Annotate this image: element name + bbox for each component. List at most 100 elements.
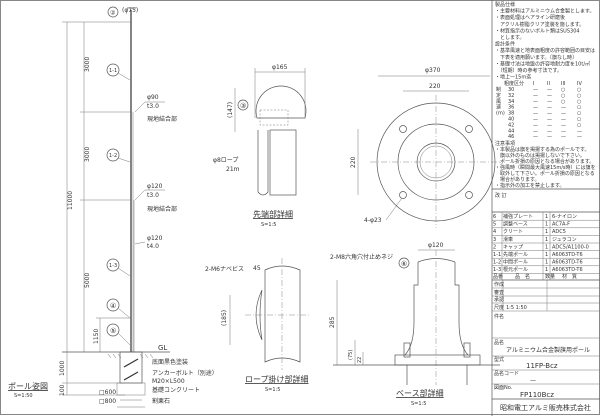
foundation-concrete: [119, 351, 143, 384]
pulley-hidden-outline: [259, 109, 289, 126]
scale-value: 1:5 1:50: [506, 305, 527, 311]
wind-table-cell: —: [547, 93, 552, 99]
cautions-block: 注意事項・本製品は旗を掲揚する為のポールです。 旗以外のものは掲揚しないで下さい…: [495, 140, 596, 189]
gravel-bed: [116, 382, 146, 396]
scale-label: 尺度: [494, 304, 504, 311]
wind-table-cell: ○: [561, 87, 565, 93]
caution-line: ・本製品は旗を掲揚する為のポールです。: [495, 146, 590, 153]
balloon-1-3: 1-3: [109, 263, 117, 269]
wind-table-cell: —: [561, 128, 566, 134]
wind-table-cell: ○: [577, 111, 581, 117]
gl-label: GL: [158, 344, 167, 352]
wind-table-cell: —: [547, 128, 552, 134]
wind-table-cell: —: [561, 117, 566, 123]
base-detail-title: ベース部詳細: [396, 388, 444, 398]
wind-table-header: IV: [577, 81, 582, 87]
parts-cell: 1: [545, 229, 548, 235]
wind-table-header: 粗度区分: [504, 80, 524, 87]
balloon-circle: [106, 298, 120, 312]
wind-table-cell: 38: [508, 111, 514, 117]
parts-cell: 6-ナイロン: [552, 214, 577, 220]
wind-table-cell: —: [547, 122, 552, 128]
pipe-section: [264, 265, 301, 363]
top-detail-scale: S=1:5: [261, 222, 276, 228]
bolt-pitch-x: 220: [429, 83, 441, 90]
note-line: 下表を適用願います。〔旗なし時〕: [495, 54, 577, 61]
parts-cell: 3: [493, 237, 496, 243]
pipe-break: [417, 258, 456, 263]
parts-cell: 1: [545, 244, 548, 250]
balloon-circle: [398, 257, 410, 269]
gravel-label: 割栗石: [152, 397, 170, 405]
note-line: ・材質指示のないボルト類はSUS304: [495, 27, 580, 34]
pole-top-pipe: [269, 129, 297, 196]
joint-label-2: 現地結合部: [147, 205, 177, 213]
wind-table-cell: —: [533, 93, 538, 99]
anchor-nut: [403, 342, 411, 358]
pole-view-title: ポール姿図: [8, 381, 48, 391]
parts-header: 品番: [493, 273, 503, 280]
dim-foundation-label: 1000: [59, 361, 66, 376]
parts-cell: 1-1: [493, 252, 501, 258]
parts-cell: ADC5/A1100-0: [552, 244, 589, 250]
wind-table-cell: ○: [561, 93, 565, 99]
bolt-pitch-y: 220: [350, 156, 357, 168]
parts-cell: 1: [545, 222, 548, 228]
wind-table-cell: 46: [508, 134, 514, 140]
balloon-5: ⑤: [110, 327, 116, 335]
caution-line: ・指示外の加工を禁止します。: [495, 182, 565, 189]
bolt-hole: [399, 191, 407, 199]
balloon-circle: [106, 323, 120, 337]
wind-table-cell: 44: [508, 128, 514, 134]
base-height-total: 285: [329, 316, 336, 328]
drawing-number-label: 図面No.: [494, 385, 513, 391]
dim-bottom-label: 5000: [84, 273, 91, 288]
notes-block: 製品仕様・主要材料はアルミニウム合金製とします。・表面処理はヘアライン研磨後 ア…: [495, 1, 595, 81]
parts-cell: クリート: [503, 229, 523, 235]
wind-table-cell: —: [533, 134, 538, 140]
wind-table-cell: —: [547, 134, 552, 140]
base-section-detail: φ120 2-M8六角穴付止めネジ ⑥ 285 (75) 22 ベース部詳細 S…: [329, 242, 500, 407]
rope-loop: [257, 130, 269, 196]
product-code-label: 品名コード: [494, 370, 519, 377]
caution-line: ポール折損の原因となる場合があります。: [495, 158, 594, 165]
ground-hatch: [107, 353, 154, 359]
section1-thickness: t3.0: [147, 103, 159, 110]
balloon-4: ④: [110, 302, 116, 310]
wind-table-cell: —: [561, 122, 566, 128]
wind-table-cell: 34: [508, 99, 514, 105]
finial-ball: [255, 85, 307, 119]
wind-table-cell: ○: [577, 122, 581, 128]
wind-table-cell: —: [547, 105, 552, 111]
wind-table-cell: —: [561, 134, 566, 140]
wind-table-cell: —: [547, 117, 552, 123]
made-by-label: 作成: [494, 281, 504, 288]
wind-table-cell: ○: [561, 99, 565, 105]
wind-table-cell: —: [577, 134, 582, 140]
product-code-value: —: [530, 377, 536, 384]
parts-cell: 根元ポール: [503, 266, 528, 273]
balloon-3: ③: [240, 102, 246, 110]
base-casting: [404, 262, 469, 356]
balloon-circle: [106, 148, 120, 162]
set-screw-label: 2-M8六角穴付止めネジ: [330, 253, 393, 261]
finial-height: (147): [227, 102, 234, 118]
parts-cell: 5: [493, 222, 496, 228]
wind-table-cell: —: [547, 99, 552, 105]
foundation-600-label: □600: [99, 389, 116, 396]
rope-cleat-detail: 2-M6ナベビス 45 (185) ロープ掛け部詳細 S=1:5: [205, 258, 310, 393]
wind-table-cell: —: [533, 105, 538, 111]
parts-cell: 1: [545, 237, 548, 243]
checked-by-label: 審査: [494, 289, 504, 296]
parts-cell: A6063TD-T6: [552, 267, 583, 273]
top-detail-title: 先端部詳細: [253, 209, 293, 219]
top-diameter-label: (φ75): [122, 7, 138, 14]
note-line: ・表面処理はヘアライン研磨後: [495, 14, 565, 21]
note-line: ・基礎寸法は地盤の許容地耐力度を10t/㎡: [495, 60, 590, 67]
wind-table-cell: 36: [508, 105, 514, 111]
parts-cell: 2: [493, 244, 496, 250]
parts-cell: 1: [545, 252, 548, 258]
balloon-circle: [107, 6, 119, 18]
